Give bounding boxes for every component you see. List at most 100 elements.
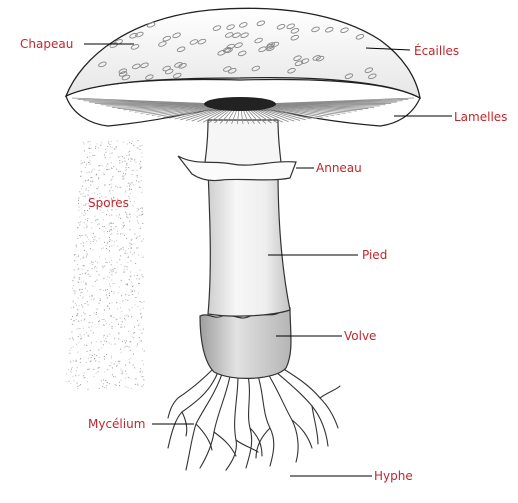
spore-dot — [110, 179, 112, 181]
spore-dot — [92, 233, 94, 234]
spore-dot — [96, 188, 98, 190]
spore-dot — [139, 163, 140, 165]
spore-dot — [83, 344, 85, 346]
spore-dot — [115, 209, 117, 211]
spore-dot — [122, 233, 124, 235]
spore-dot — [123, 234, 125, 236]
spore-dot — [130, 142, 132, 144]
spore-dot — [79, 289, 81, 291]
spore-dot — [86, 350, 88, 352]
spore-dot — [84, 303, 86, 305]
spore-dot — [142, 213, 143, 215]
spore-dot — [109, 202, 110, 203]
spore-dot — [139, 329, 141, 331]
spore-dot — [121, 326, 123, 328]
spore-dot — [69, 338, 71, 340]
spore-dot — [131, 158, 133, 160]
spore-dot — [134, 378, 136, 380]
spore-dot — [116, 215, 118, 217]
spore-dot — [83, 214, 85, 216]
spore-dot — [87, 218, 89, 220]
spore-dot — [81, 288, 83, 290]
spore-dot — [141, 274, 143, 276]
spore-dot — [72, 316, 73, 317]
spore-dot — [136, 216, 138, 218]
spore-dot — [124, 315, 126, 317]
spore-dot — [127, 151, 129, 153]
cap-scale — [290, 34, 300, 41]
spore-dot — [95, 372, 97, 374]
spore-dot — [111, 233, 113, 235]
spore-dot — [82, 265, 84, 267]
spore-dot — [77, 264, 79, 266]
spore-dot — [128, 361, 130, 363]
spore-dot — [115, 361, 117, 363]
spore-dot — [93, 261, 95, 263]
spore-dot — [83, 372, 85, 374]
spore-dot — [130, 341, 132, 343]
spore-dot — [134, 159, 136, 161]
spore-dot — [115, 271, 117, 273]
spore-dot — [91, 171, 93, 173]
spore-dot — [121, 373, 123, 375]
spore-dot — [83, 311, 84, 313]
spore-dot — [114, 268, 116, 269]
mycelium-roots — [167, 367, 341, 471]
spore-dot — [127, 217, 129, 219]
spore-dot — [131, 307, 133, 308]
spore-dot — [82, 245, 84, 247]
spore-dot — [109, 323, 110, 325]
spore-dot — [137, 219, 139, 221]
cap-scale — [176, 46, 186, 53]
spore-dot — [140, 208, 142, 209]
spore-dot — [139, 227, 141, 229]
spore-dot — [109, 168, 111, 170]
spore-dot — [100, 144, 102, 146]
spore-dot — [121, 227, 123, 229]
spore-dot — [89, 275, 91, 277]
spore-dot — [109, 237, 110, 238]
spore-dot — [95, 173, 97, 175]
spore-dot — [119, 162, 121, 164]
spore-dot — [141, 208, 143, 210]
spore-dot — [85, 223, 87, 225]
spore-dot — [103, 336, 104, 338]
spore-dot — [72, 300, 74, 302]
spore-dot — [77, 227, 79, 229]
spore-dot — [91, 261, 92, 263]
spore-dot — [78, 267, 80, 269]
spore-dot — [112, 269, 114, 271]
spore-dot — [120, 379, 122, 381]
spore-dot — [78, 341, 80, 343]
spore-dot — [108, 292, 110, 294]
spore-dot — [126, 314, 128, 316]
cap-scale — [340, 27, 349, 33]
spore-dot — [75, 359, 77, 361]
spore-dot — [138, 278, 140, 280]
spore-dot — [140, 313, 142, 314]
spore-dot — [111, 152, 113, 154]
spore-dot — [89, 177, 91, 179]
spore-dot — [132, 290, 133, 292]
spore-dot — [128, 182, 130, 184]
spore-dot — [133, 251, 135, 253]
spore-dot — [106, 387, 108, 389]
spore-dot — [93, 353, 95, 355]
spore-dot — [78, 305, 80, 307]
spore-dot — [107, 276, 109, 278]
spore-dot — [132, 140, 133, 142]
spore-dot — [139, 371, 141, 373]
spore-dot — [89, 354, 91, 356]
spore-dot — [142, 238, 144, 240]
spore-dot — [109, 184, 111, 186]
spore-dot — [79, 191, 81, 193]
label-ecailles: Écailles — [414, 43, 459, 58]
spore-dot — [141, 214, 143, 216]
spore-dot — [140, 368, 141, 369]
spore-dot — [80, 193, 82, 195]
spore-dot — [94, 239, 96, 241]
spore-dot — [118, 323, 119, 325]
spore-dot — [89, 248, 91, 250]
spore-dot — [123, 268, 125, 270]
spore-dot — [103, 154, 105, 156]
